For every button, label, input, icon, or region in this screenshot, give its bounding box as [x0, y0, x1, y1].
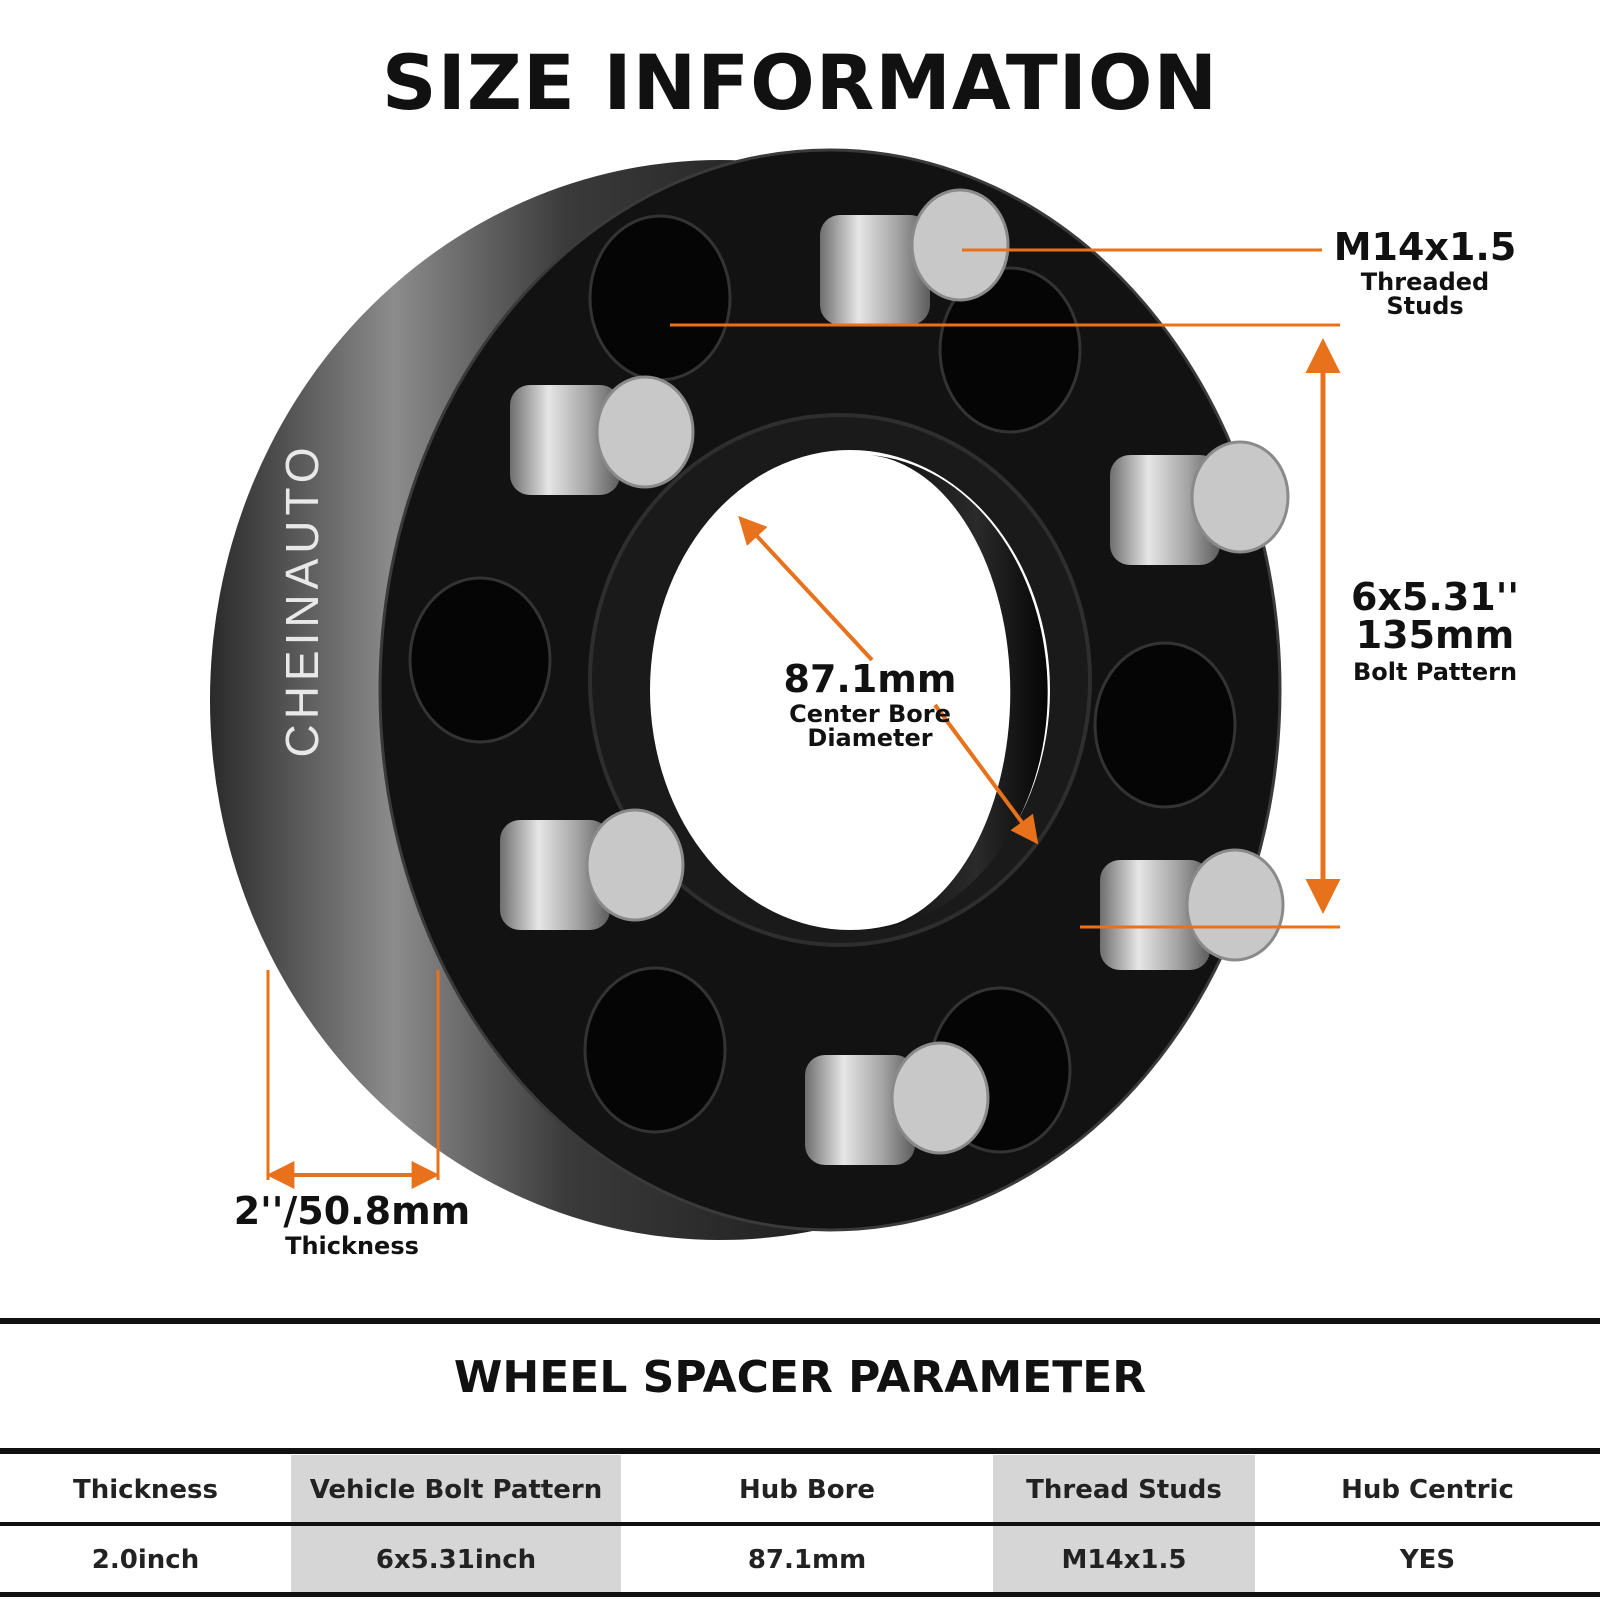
table-value-thickness: 2.0inch [91, 1545, 200, 1575]
studs-callout: M14x1.5 Threaded Studs [1320, 228, 1530, 318]
brand-mark: CHEINAUTO [276, 442, 328, 757]
thickness-value: 2''/50.8mm [233, 1189, 471, 1233]
center-bore-label-2: Diameter [807, 724, 933, 752]
wheel-spacer-diagram: CHEINAUTO [210, 148, 1341, 1240]
table-bottom-rule [0, 1592, 1600, 1597]
stud [1100, 848, 1285, 970]
table-value-hub-bore: 87.1mm [747, 1545, 867, 1575]
bolt-pattern-label: Bolt Pattern [1352, 658, 1518, 686]
stud [510, 375, 695, 495]
center-bore-arrow-upper [738, 515, 874, 662]
parameter-section-title: WHEEL SPACER PARAMETER [453, 1352, 1147, 1403]
lug-holes [408, 214, 1237, 1154]
table-header-bolt-pattern: Vehicle Bolt Pattern [291, 1455, 621, 1525]
bolt-pattern-mm: 135mm [1355, 613, 1515, 657]
table-value-bolt-pattern: 6x5.31inch [291, 1525, 621, 1595]
studs-value: M14x1.5 [1333, 225, 1517, 269]
table-header-thickness: Thickness [73, 1475, 218, 1505]
table-header-thread-studs: Thread Studs [993, 1455, 1255, 1525]
thickness-callout: 2''/50.8mm Thickness [232, 1192, 472, 1258]
parameter-table: Thickness Vehicle Bolt Pattern Hub Bore … [0, 1455, 1600, 1595]
section-divider-top [0, 1318, 1600, 1324]
table-header-hub-bore: Hub Bore [738, 1475, 876, 1505]
stud [1110, 440, 1290, 565]
stud [820, 188, 1010, 325]
center-bore-arrow-lower [933, 703, 1039, 845]
center-bore-label-1: Center Bore [789, 700, 951, 728]
table-middle-rule [0, 1522, 1600, 1526]
center-bore-value: 87.1mm [783, 657, 957, 701]
stud [500, 808, 685, 930]
spacer-face-edge [378, 148, 1282, 1232]
stud [805, 1041, 990, 1165]
center-bore-callout: 87.1mm Center Bore Diameter [770, 660, 970, 750]
bore-inner-wall [870, 455, 1048, 930]
studs-label: Threaded Studs [1360, 268, 1490, 320]
table-header-hub-centric: Hub Centric [1341, 1475, 1514, 1505]
center-bore [650, 450, 1050, 930]
table-value-hub-centric: YES [1399, 1545, 1456, 1575]
table-top-rule [0, 1448, 1600, 1454]
page-title: SIZE INFORMATION [381, 38, 1219, 127]
bolt-pattern-inch: 6x5.31'' [1351, 575, 1519, 619]
thickness-label: Thickness [285, 1232, 419, 1260]
table-value-thread-studs: M14x1.5 [993, 1525, 1255, 1595]
bolt-pattern-callout: 6x5.31'' 135mm Bolt Pattern [1345, 578, 1525, 684]
